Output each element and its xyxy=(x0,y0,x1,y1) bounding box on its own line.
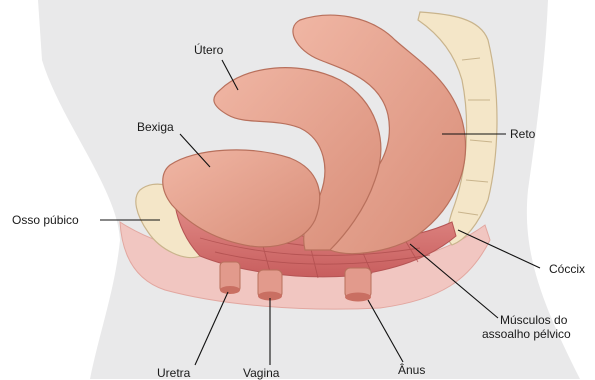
label-osso-pubico: Osso púbico xyxy=(12,214,79,227)
anus-canal xyxy=(345,268,371,302)
label-anus: Ânus xyxy=(398,364,425,377)
label-vagina: Vagina xyxy=(243,367,279,380)
label-bexiga: Bexiga xyxy=(137,121,174,134)
urethra-canal xyxy=(220,262,240,294)
label-coccix: Cóccix xyxy=(549,263,585,276)
label-musculos-line2: assoalho pélvico xyxy=(482,328,571,341)
label-uretra: Uretra xyxy=(157,367,190,380)
label-musculos-line1: Músculos do xyxy=(500,314,567,327)
label-utero: Útero xyxy=(194,44,223,57)
vagina-canal xyxy=(258,270,282,301)
label-reto: Reto xyxy=(510,128,535,141)
